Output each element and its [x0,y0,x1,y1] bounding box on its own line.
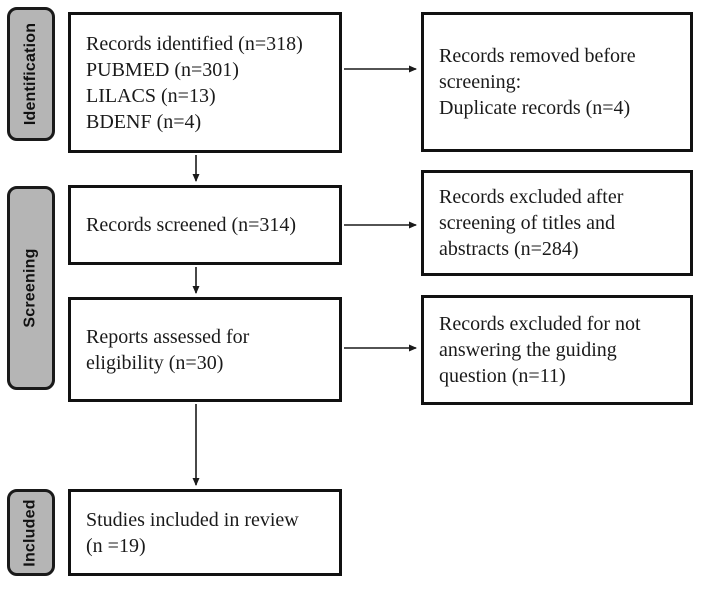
stage-label-included: Included [7,489,55,576]
box-records-removed: Records removed before screening: Duplic… [421,12,693,152]
stage-label-identification: Identification [7,7,55,141]
box-records-excluded-question: Records excluded for not answering the g… [421,295,693,405]
stage-label-included-text: Included [22,498,40,567]
stage-label-screening: Screening [7,186,55,390]
box-reports-assessed: Reports assessed for eligibility (n=30) [68,297,342,402]
box-records-excluded-screening-text: Records excluded after screening of titl… [439,186,624,260]
box-reports-assessed-text: Reports assessed for eligibility (n=30) [86,325,250,374]
box-records-excluded-question-text: Records excluded for not answering the g… [439,313,641,387]
box-records-identified: Records identified (n=318) PUBMED (n=301… [68,12,342,153]
stage-label-identification-text: Identification [22,22,40,126]
stage-label-screening-text: Screening [22,248,40,328]
box-records-screened-text: Records screened (n=314) [86,214,297,236]
box-studies-included-text: Studies included in review (n =19) [86,508,299,557]
box-records-identified-text: Records identified (n=318) PUBMED (n=301… [86,32,303,133]
box-records-removed-text: Records removed before screening: Duplic… [439,45,636,119]
box-studies-included: Studies included in review (n =19) [68,489,342,576]
box-records-screened: Records screened (n=314) [68,185,342,265]
box-records-excluded-screening: Records excluded after screening of titl… [421,170,693,276]
